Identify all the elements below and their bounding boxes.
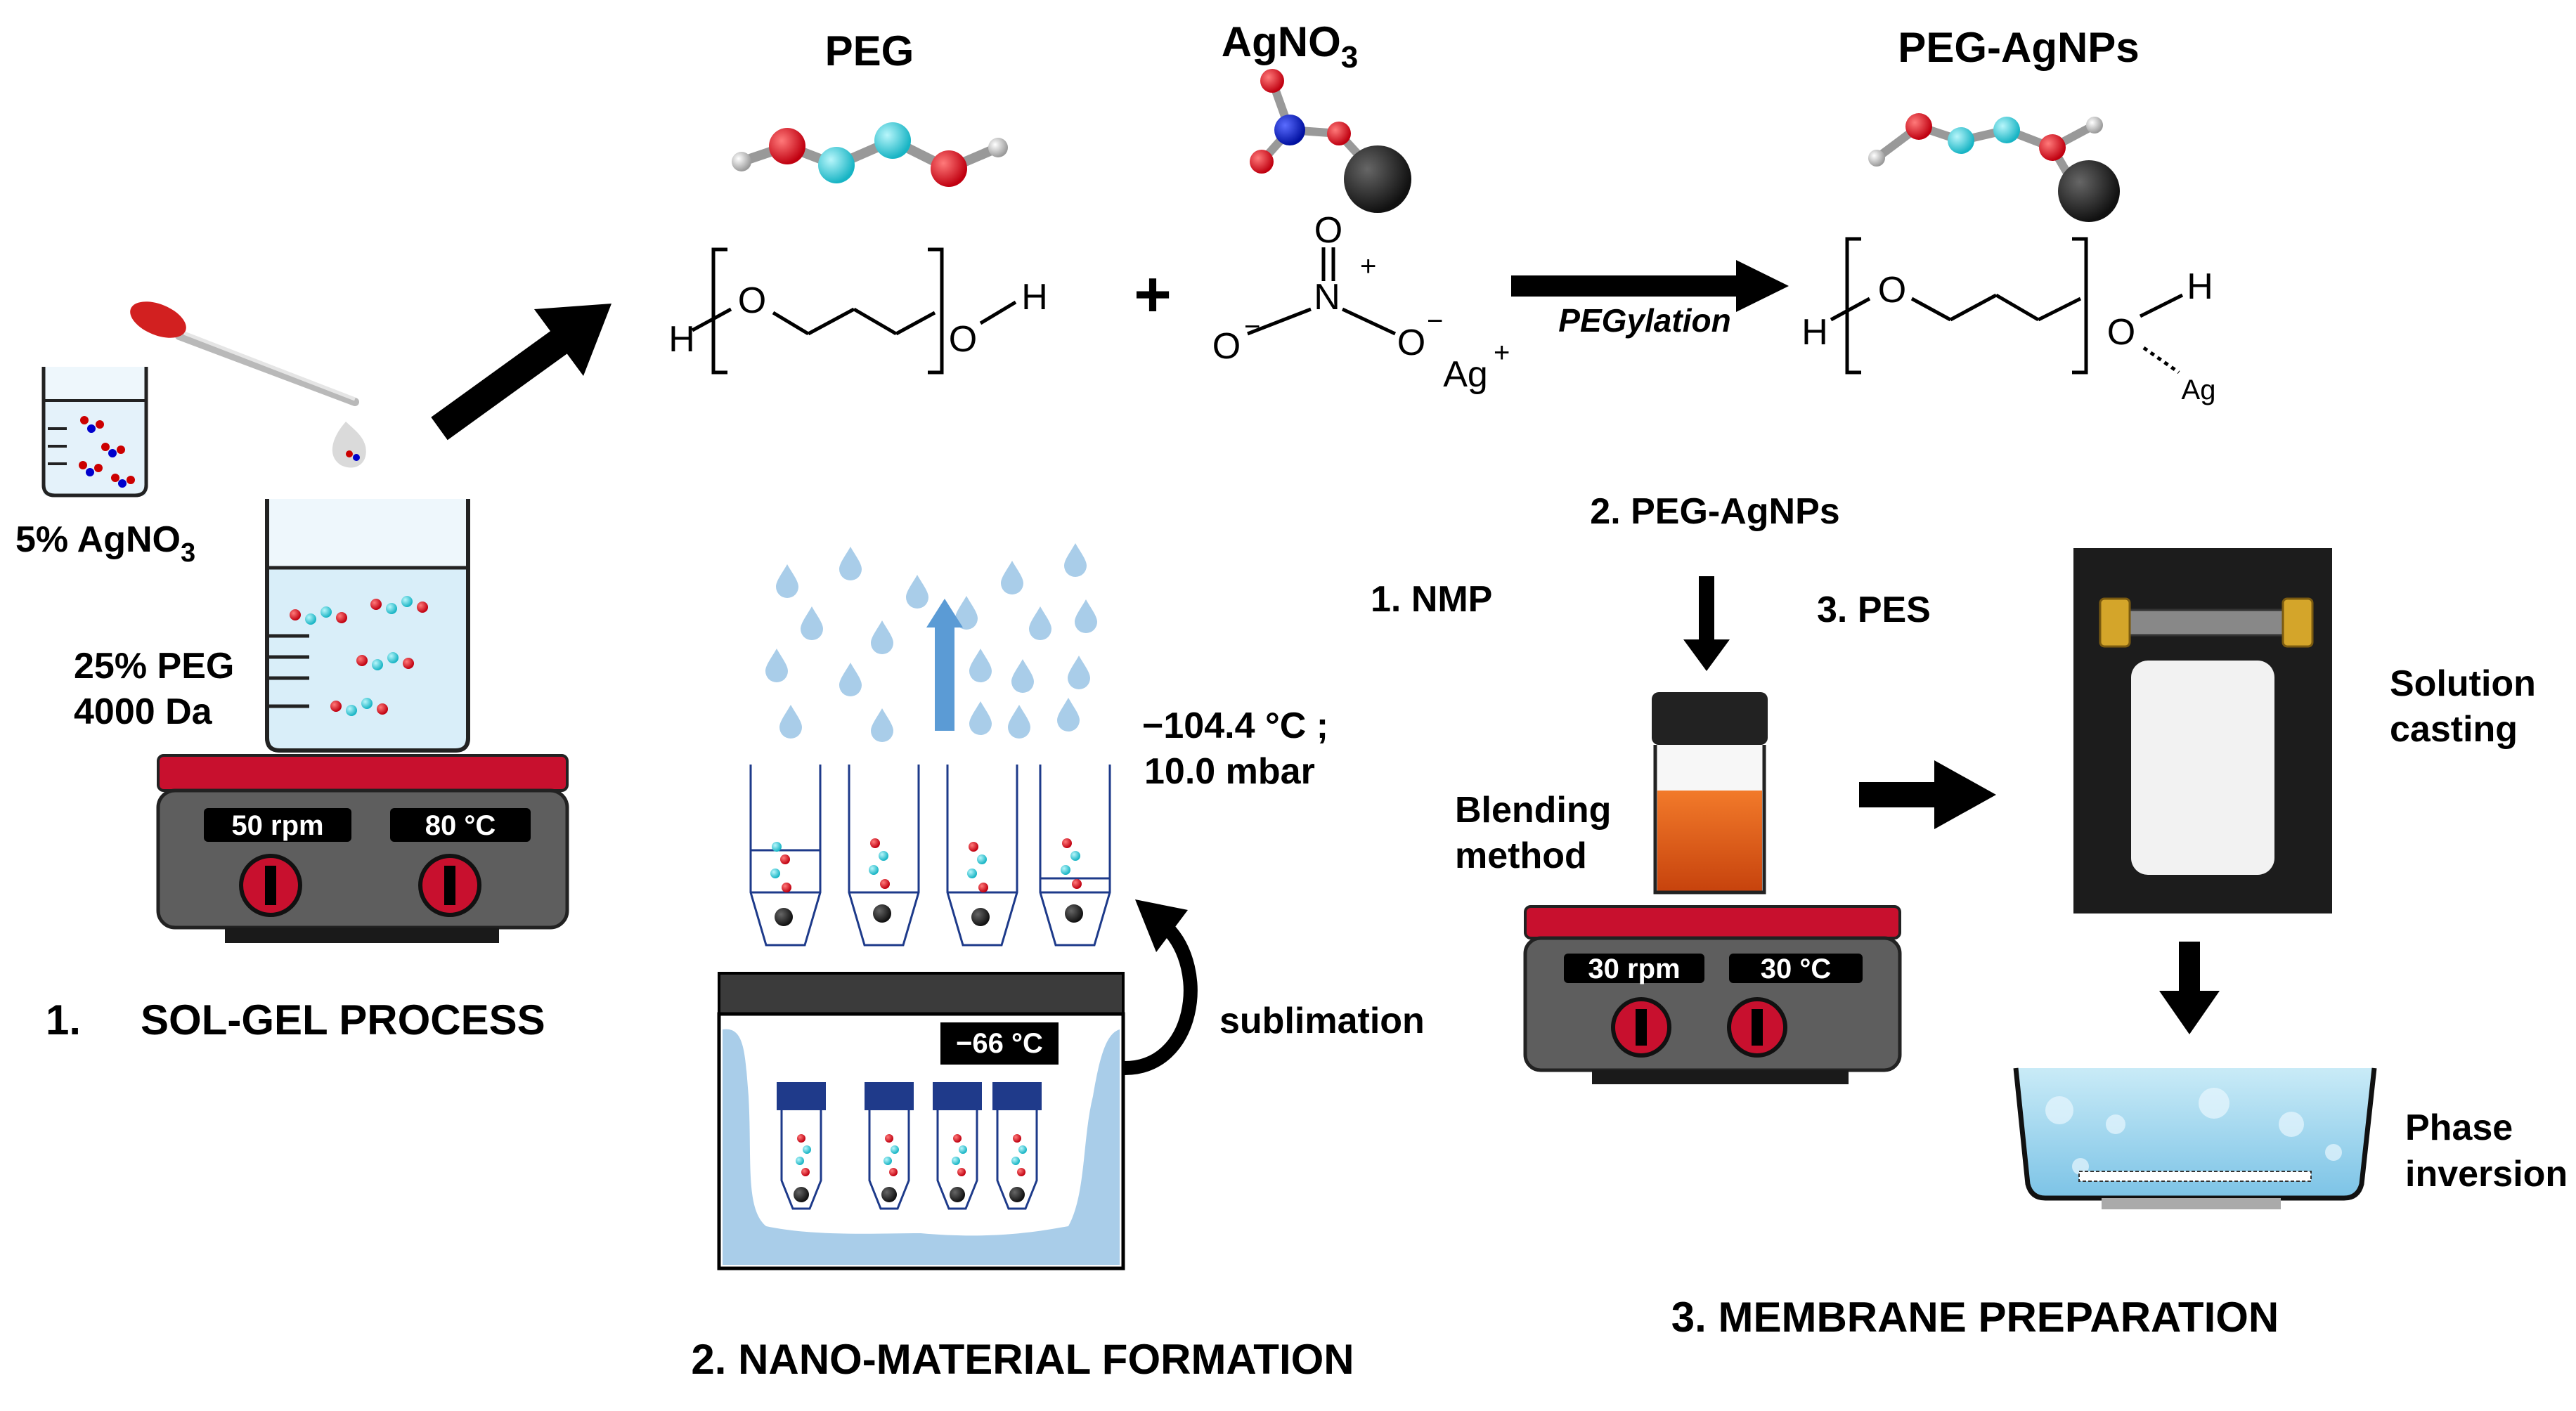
- peg-chain-icon: [290, 596, 428, 716]
- hotplate-1-temp: 80 °C: [425, 810, 496, 841]
- open-tubes: [749, 765, 1111, 947]
- peg-agnps-structure: [1830, 237, 2184, 375]
- phase-line1: Phase: [2405, 1107, 2513, 1148]
- plus-sign: +: [1134, 259, 1172, 330]
- peg-atom-o-right: O: [949, 319, 977, 360]
- agno3-atom-ag: Ag: [1443, 354, 1488, 395]
- hotplate-2-rpm: 30 rpm: [1588, 954, 1680, 984]
- peg-beaker: [265, 499, 470, 753]
- peg-agnps-label: 2. PEG-AgNPs: [1590, 491, 1839, 532]
- peg-atom-h-left: H: [668, 319, 695, 360]
- peg-label-line2: 4000 Da: [74, 691, 213, 732]
- membrane-section: 2. PEG-AgNPs 1. NMP 3. PES Blending meth…: [1371, 491, 2568, 1341]
- product-atom-o-left: O: [1878, 270, 1906, 311]
- nano-conditions-line2: 10.0 mbar: [1144, 751, 1315, 792]
- peg-structure: [691, 247, 1017, 375]
- agno3-title: AgNO3: [1222, 18, 1358, 74]
- vapor-up-arrow-icon: [926, 599, 963, 731]
- nmp-label: 1. NMP: [1371, 579, 1492, 620]
- peg-label-line1: 25% PEG: [74, 646, 234, 687]
- sublimation-arrow-icon: [1124, 899, 1198, 1075]
- coagulation-bath: [2013, 1067, 2377, 1209]
- mini-molecule-icon: [79, 416, 135, 488]
- hotplate-1-knob-left[interactable]: [239, 854, 302, 917]
- agno3-vial-label: 5% AgNO3: [15, 519, 195, 568]
- hotplate-2-knob-right[interactable]: [1727, 997, 1787, 1058]
- peg-agnps-title: PEG-AgNPs: [1898, 24, 2139, 71]
- agno3-ball-stick-icon: [1250, 69, 1411, 213]
- peg-atom-o-left: O: [738, 280, 766, 321]
- agno3-atom-o-left: O: [1212, 326, 1241, 367]
- pes-label: 3. PES: [1817, 590, 1931, 630]
- membrane-title: 3. MEMBRANE PREPARATION: [1671, 1294, 2279, 1341]
- vapor-drops-icon: [765, 543, 1097, 742]
- frozen-tubes-icon: [777, 1082, 1042, 1210]
- nano-conditions-line1: −104.4 °C ;: [1142, 706, 1328, 746]
- freezer-temp: −66 °C: [956, 1028, 1043, 1059]
- pipette-icon: [130, 301, 366, 468]
- peg-title: PEG: [825, 27, 914, 74]
- casting-line1: Solution: [2390, 663, 2536, 704]
- right-arrow-to-casting-icon: [1859, 760, 1996, 829]
- sol-gel-title: SOL-GEL PROCESS: [141, 996, 545, 1043]
- phase-line2: inversion: [2405, 1154, 2568, 1195]
- product-atom-h-right: H: [2187, 266, 2213, 307]
- sol-gel-number: 1.: [46, 996, 81, 1043]
- hotplate-1-rpm: 50 rpm: [231, 810, 323, 841]
- blending-line1: Blending: [1455, 790, 1611, 831]
- product-atom-ag: Ag: [2182, 375, 2216, 405]
- agno3-structure: [1247, 247, 1397, 336]
- hotplate-1: 50 rpm 80 °C: [156, 754, 569, 943]
- down-arrow-to-vial-icon: [1683, 576, 1730, 671]
- agno3-atom-n: N: [1314, 277, 1340, 318]
- sol-gel-section: 5% AgNO3 25% PEG 40: [15, 301, 569, 1043]
- agno3-o-right-charge: −: [1427, 306, 1443, 337]
- product-atom-h-left: H: [1801, 312, 1828, 353]
- casting-line2: casting: [2390, 709, 2518, 750]
- peg-atom-h-right: H: [1021, 277, 1048, 318]
- peg-agnps-ball-stick-icon: [1868, 113, 2120, 222]
- arrow-to-reaction-icon: [431, 304, 611, 441]
- down-arrow-to-bath-icon: [2159, 942, 2220, 1034]
- hotplate-2-temp: 30 °C: [1761, 954, 1832, 984]
- agno3-vial: [41, 367, 148, 498]
- casting-plate: [2073, 548, 2332, 913]
- agno3-atom-o-right: O: [1397, 323, 1425, 363]
- reaction-scheme: PEG AgNO3 PEG-AgNPs: [668, 18, 2215, 405]
- hotplate-1-knob-right[interactable]: [418, 854, 481, 917]
- tube-molecules-icon: [770, 838, 1083, 926]
- blending-line2: method: [1455, 835, 1587, 876]
- hotplate-2: 30 rpm 30 °C: [1523, 905, 1902, 1084]
- peg-ball-stick-icon: [732, 122, 1008, 187]
- agno3-ag-charge: +: [1494, 337, 1510, 368]
- sublimation-label: sublimation: [1219, 1001, 1425, 1041]
- agno3-atom-o-top: O: [1314, 210, 1342, 251]
- nano-title: 2. NANO-MATERIAL FORMATION: [691, 1336, 1354, 1383]
- agno3-o-left-charge: −: [1244, 311, 1260, 342]
- agno3-n-charge: +: [1360, 251, 1376, 282]
- hotplate-2-knob-left[interactable]: [1611, 997, 1671, 1058]
- product-atom-o-right: O: [2107, 312, 2135, 353]
- blending-vial: [1652, 692, 1768, 895]
- pegylation-label: PEGylation: [1558, 302, 1730, 339]
- freeze-dryer: −66 °C: [717, 972, 1125, 1270]
- pegylation-arrow-icon: [1511, 260, 1789, 312]
- nano-section: −104.4 °C ; 10.0 mbar −66 °C sublimation…: [691, 543, 1425, 1383]
